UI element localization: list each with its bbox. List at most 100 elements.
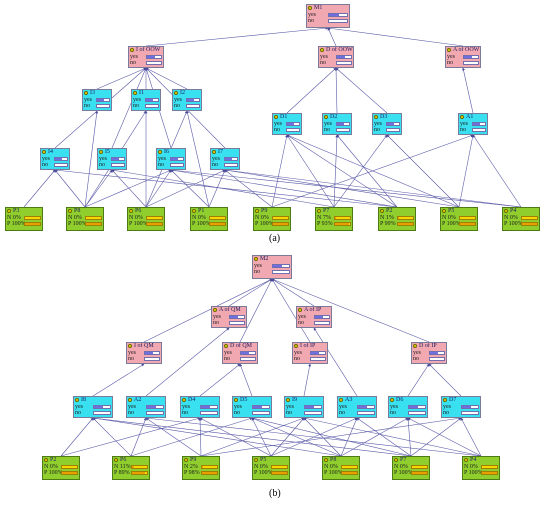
edge-p2a-d1 — [286, 134, 398, 208]
node-state-row: yes — [446, 54, 480, 60]
state-label: yes — [308, 12, 316, 18]
probability-bar — [463, 61, 479, 65]
state-label: P 100% — [68, 221, 87, 227]
state-label: no — [443, 410, 449, 416]
node-label: D3 — [380, 114, 388, 120]
node-state-row: P 100% — [323, 470, 359, 476]
node-header: I3 — [83, 90, 111, 97]
probability-fill — [171, 158, 178, 160]
probability-bar — [328, 13, 348, 17]
probability-fill — [230, 316, 238, 318]
state-label: yes — [286, 404, 294, 410]
probability-fill — [430, 352, 438, 354]
probability-bar — [408, 411, 426, 415]
node-state-row: yes — [285, 404, 323, 410]
probability-bar — [224, 157, 238, 161]
state-label: N 7% — [317, 215, 331, 221]
state-dot-icon — [254, 257, 258, 261]
state-label: yes — [234, 404, 242, 410]
node-header: P7 — [316, 208, 352, 215]
probability-bar — [411, 471, 428, 475]
node-label: I5 — [105, 149, 110, 155]
node-state-row: P 100% — [254, 221, 290, 227]
edge-d4-dqm — [199, 363, 241, 397]
state-dot-icon — [133, 91, 137, 95]
edge-p9b-a2 — [145, 417, 202, 457]
edge-p4a-a1 — [472, 134, 522, 208]
probability-bar — [61, 465, 78, 469]
node-header: P4 — [463, 457, 499, 464]
edge-p5a-i7 — [224, 168, 460, 208]
probability-bar — [145, 104, 159, 108]
probability-bar — [170, 163, 184, 167]
edge-p1a-i7 — [208, 169, 226, 208]
node-state-row: yes — [293, 350, 327, 356]
state-dot-icon — [212, 150, 216, 154]
state-label: no — [339, 410, 345, 416]
probability-fill — [55, 158, 62, 160]
node-header: P5 — [253, 457, 289, 464]
node-state-row: no — [211, 162, 239, 168]
node-state-row: no — [285, 410, 323, 416]
node-state-row: P 100% — [128, 221, 164, 227]
state-dot-icon — [324, 458, 328, 462]
node-state-row: P 93% — [316, 221, 352, 227]
node-header: I5 — [98, 149, 126, 156]
probability-bar — [328, 19, 348, 23]
state-label: no — [174, 103, 180, 109]
node-state-row: no — [223, 356, 257, 362]
node-state-row: no — [98, 162, 126, 168]
edge-p6a-i7 — [145, 169, 226, 208]
node-state-row: yes — [132, 97, 160, 103]
node-header: D7 — [442, 397, 480, 404]
node-state-row: P 89% — [113, 470, 149, 476]
edge-p2a-i6 — [170, 168, 398, 208]
